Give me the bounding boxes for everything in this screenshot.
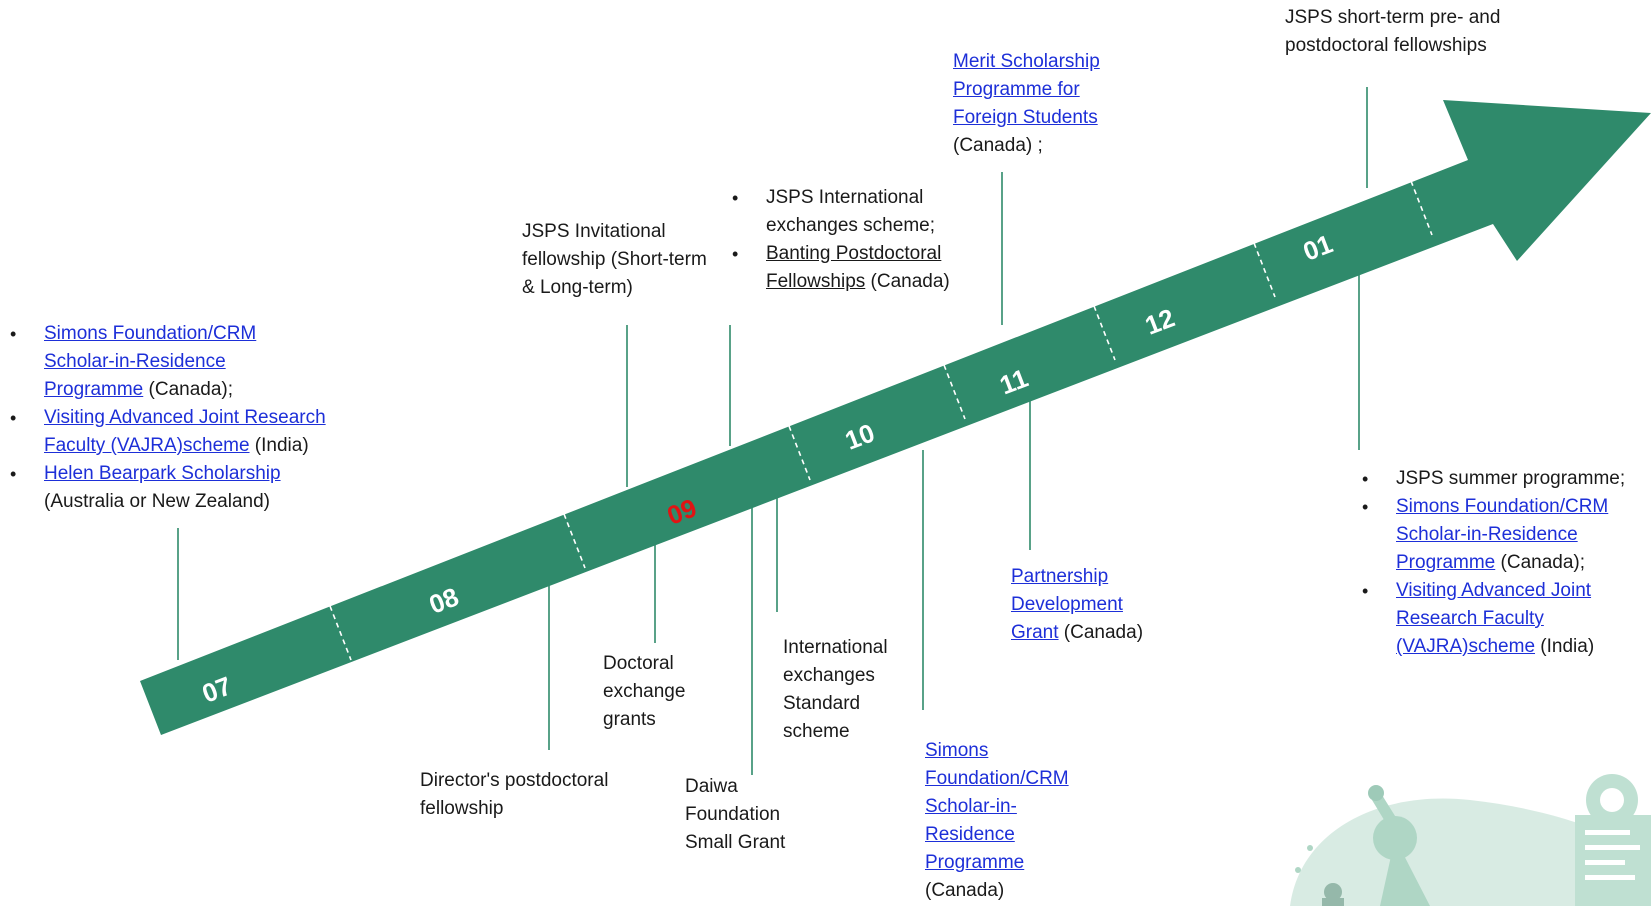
decorative-illustration [1290, 774, 1651, 906]
program-link[interactable]: Visiting Advanced Joint Research Faculty… [1396, 580, 1592, 657]
label-09-bottom2: Daiwa Foundation Small Grant [685, 776, 786, 853]
label-10-bottom: International exchanges Standard scheme [783, 637, 888, 742]
label-01-bottom: JSPS summer programme; Simons Foundation… [1362, 465, 1651, 661]
program-link[interactable]: Partnership Development Grant [1011, 566, 1123, 643]
label-11-top: Merit Scholarship Programme for Foreign … [953, 51, 1100, 156]
list-item: Visiting Advanced Joint Research Faculty… [10, 404, 330, 460]
program-link[interactable]: Merit Scholarship Programme for Foreign … [953, 51, 1100, 128]
program-link[interactable]: Helen Bearpark Scholarship [44, 463, 281, 484]
label-10-bottom2: Simons Foundation/CRM Scholar-in-Residen… [925, 740, 1069, 901]
segment-separators [329, 180, 1433, 661]
label-07-top: Simons Foundation/CRM Scholar-in-Residen… [10, 320, 330, 516]
label-10-top: JSPS International exchanges scheme; Ban… [732, 184, 982, 296]
list-item: JSPS summer programme; [1362, 465, 1651, 493]
list-item: Helen Bearpark Scholarship (Australia or… [10, 460, 330, 516]
label-09-bottom: Doctoral exchange grants [603, 653, 686, 730]
list-item: Simons Foundation/CRM Scholar-in-Residen… [10, 320, 330, 404]
label-09-top: JSPS Invitational fellowship (Short-term… [522, 221, 707, 298]
leader-lines [177, 87, 1368, 775]
label-08-bottom: Director's postdoctoral fellowship [420, 770, 609, 819]
list-item: Banting Postdoctoral Fellowships (Canada… [732, 240, 982, 296]
program-link[interactable]: Simons Foundation/CRM Scholar-in-Residen… [925, 740, 1069, 873]
list-item: JSPS International exchanges scheme; [732, 184, 982, 240]
program-link[interactable]: Banting Postdoctoral Fellowships [766, 243, 942, 292]
program-link[interactable]: Simons Foundation/CRM Scholar-in-Residen… [1396, 496, 1609, 573]
program-link[interactable]: Visiting Advanced Joint Research Faculty… [44, 407, 326, 456]
program-link[interactable]: Simons Foundation/CRM Scholar-in-Residen… [44, 323, 257, 400]
list-item: Visiting Advanced Joint Research Faculty… [1362, 577, 1651, 661]
label-11-bottom: Partnership Development Grant (Canada) [1011, 566, 1144, 643]
timeline-arrow [140, 100, 1651, 735]
label-01-top: JSPS short-term pre- and postdoctoral fe… [1285, 7, 1501, 56]
list-item: Simons Foundation/CRM Scholar-in-Residen… [1362, 493, 1651, 577]
